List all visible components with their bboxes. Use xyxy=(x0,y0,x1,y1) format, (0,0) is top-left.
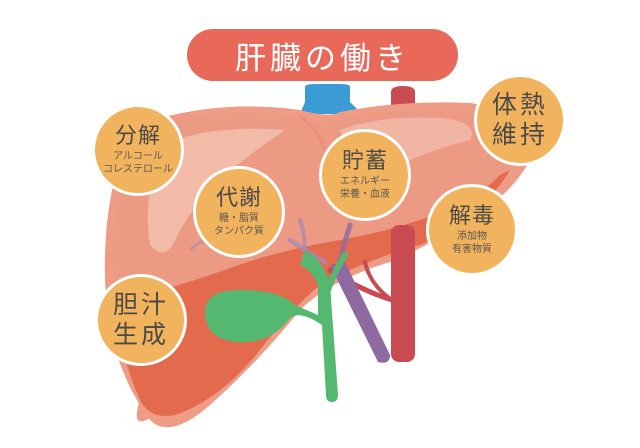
function-label-line: 胆汁 xyxy=(112,290,169,319)
function-detail: タンパク質 xyxy=(214,226,264,237)
title-banner: 肝臓の働き xyxy=(187,29,458,81)
page-title: 肝臓の働き xyxy=(235,40,410,77)
function-metabolism: 代謝 糖・脂質 タンパク質 xyxy=(193,166,285,258)
hepatic-vein-icon xyxy=(300,84,362,114)
function-label: 分解 xyxy=(114,124,161,149)
gallbladder-icon xyxy=(205,250,348,402)
function-detail: アルコール xyxy=(113,151,163,162)
function-label-line: 生成 xyxy=(112,320,169,349)
function-decomposition: 分解 アルコール コレステロール xyxy=(92,104,184,196)
function-detail: 有害物質 xyxy=(452,244,492,255)
function-storage: 貯蓄 エネルギー 栄養・血液 xyxy=(319,129,411,221)
function-bile-production: 胆汁 生成 xyxy=(95,274,187,366)
function-label: 貯蓄 xyxy=(341,149,388,174)
function-detail: 栄養・血液 xyxy=(340,189,390,200)
function-label-line: 体熱 xyxy=(491,90,548,119)
function-detail: エネルギー xyxy=(340,176,390,187)
function-detail: 添加物 xyxy=(457,231,487,242)
function-detail: コレステロール xyxy=(103,164,173,175)
function-detail: 糖・脂質 xyxy=(219,213,259,224)
function-detoxification: 解毒 添加物 有害物質 xyxy=(426,184,518,276)
function-label: 解毒 xyxy=(448,204,495,229)
function-body-heat: 体熱 維持 xyxy=(474,74,566,166)
function-label: 代謝 xyxy=(215,186,262,211)
function-label-line: 維持 xyxy=(491,120,548,149)
